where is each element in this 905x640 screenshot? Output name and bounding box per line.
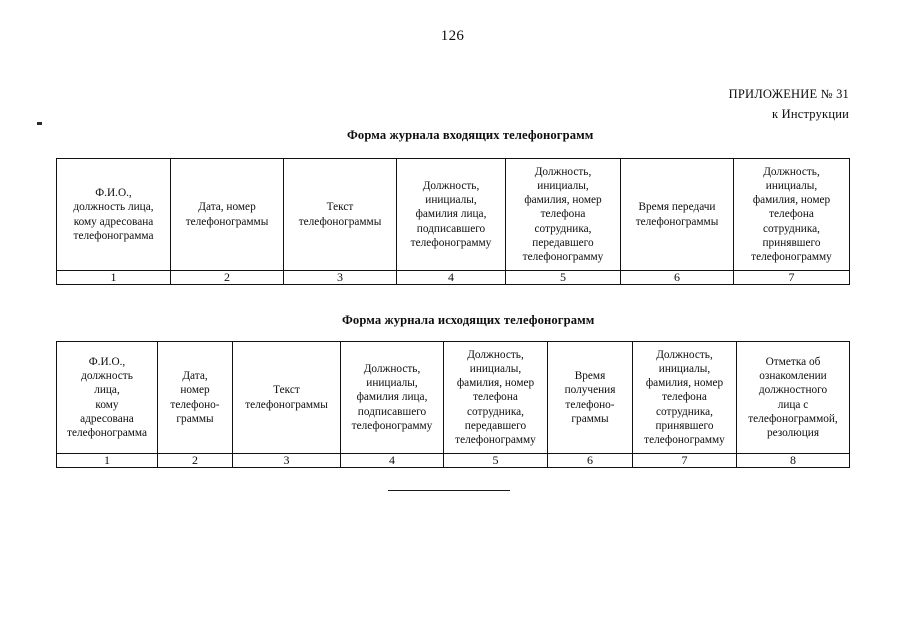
incoming-number-cell-7: 7 — [733, 270, 850, 285]
appendix-title: ПРИЛОЖЕНИЕ № 31 — [728, 87, 849, 101]
outgoing-header-cell-4: Должность,инициалы,фамилия лица,подписав… — [340, 341, 444, 454]
outgoing-number-cell-4: 4 — [340, 453, 444, 468]
table-number-row: 1 2 3 4 5 6 7 8 — [56, 453, 850, 468]
incoming-number-cell-1: 1 — [56, 270, 171, 285]
incoming-header-cell-4: Должность,инициалы,фамилия лица,подписав… — [396, 158, 506, 271]
appendix-header: ПРИЛОЖЕНИЕ № 31 к Инструкции — [729, 84, 849, 124]
incoming-number-cell-2: 2 — [170, 270, 284, 285]
outgoing-number-cell-2: 2 — [157, 453, 233, 468]
outgoing-table-title: Форма журнала исходящих телефонограмм — [342, 313, 595, 327]
incoming-number-cell-3: 3 — [283, 270, 397, 285]
margin-tick-mark — [37, 122, 42, 125]
appendix-subtitle: к Инструкции — [772, 107, 849, 121]
outgoing-number-cell-7: 7 — [632, 453, 737, 468]
outgoing-number-cell-3: 3 — [232, 453, 341, 468]
outgoing-number-cell-8: 8 — [736, 453, 850, 468]
incoming-table-title: Форма журнала входящих телефонограмм — [347, 128, 594, 142]
table-number-row: 1 2 3 4 5 6 7 — [56, 270, 850, 285]
incoming-number-cell-4: 4 — [396, 270, 506, 285]
outgoing-number-cell-6: 6 — [547, 453, 633, 468]
outgoing-number-cell-5: 5 — [443, 453, 548, 468]
page-number: 126 — [440, 28, 465, 44]
outgoing-number-cell-1: 1 — [56, 453, 158, 468]
section-divider-rule — [388, 490, 510, 491]
incoming-number-cell-6: 6 — [620, 270, 734, 285]
incoming-number-cell-5: 5 — [505, 270, 621, 285]
